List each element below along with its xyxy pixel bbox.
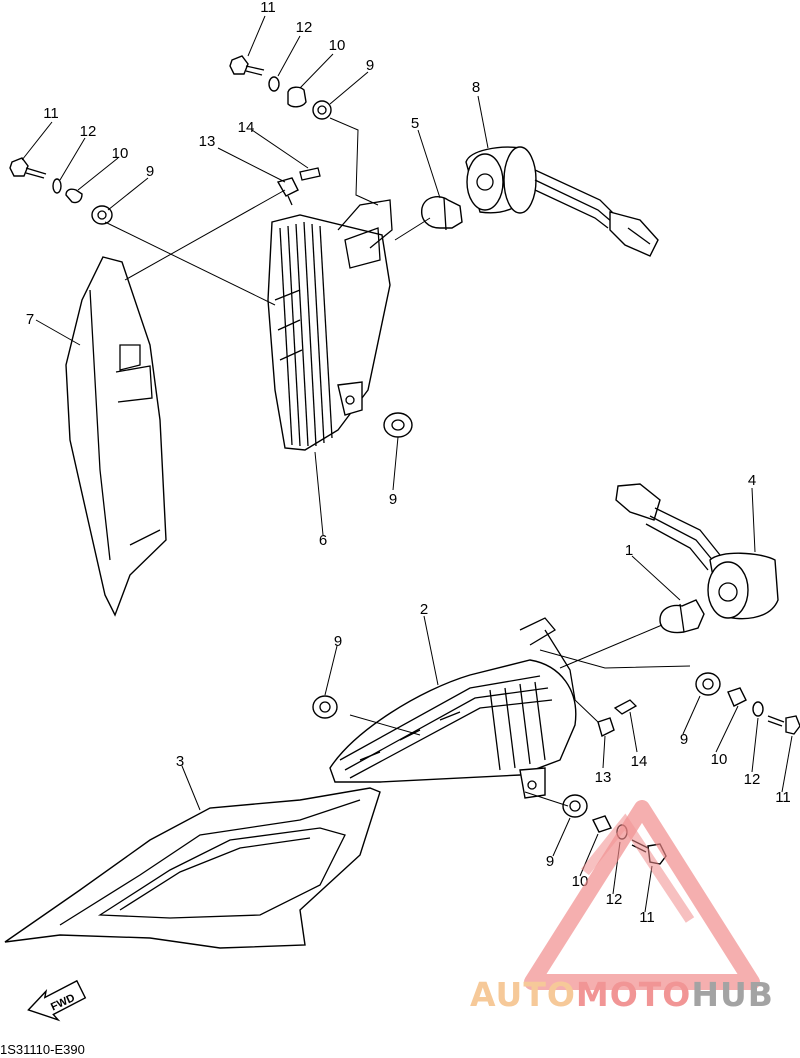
callout-13: 13 xyxy=(199,133,216,150)
watermark-moto: MOTO xyxy=(576,975,691,1014)
watermark-auto: AUTO xyxy=(470,975,576,1014)
callout-13: 13 xyxy=(595,769,612,786)
watermark-hub: HUB xyxy=(691,975,774,1014)
callout-9: 9 xyxy=(680,731,688,748)
upper-clip-and-screw xyxy=(276,167,321,206)
fwd-arrow: FWD xyxy=(27,979,87,1022)
lower-fasteners xyxy=(312,672,800,865)
callout-1: 1 xyxy=(625,542,633,559)
callout-12: 12 xyxy=(606,891,623,908)
callout-11: 11 xyxy=(775,789,791,806)
callout-numbers: 11 12 10 9 8 11 12 10 9 14 13 5 7 9 6 4 … xyxy=(26,0,791,926)
part-4-lower-socket[interactable] xyxy=(615,483,779,620)
callout-8: 8 xyxy=(472,79,480,96)
callout-9: 9 xyxy=(389,491,397,508)
upper-right-fasteners xyxy=(229,55,332,120)
part-6-upper-light[interactable] xyxy=(267,199,393,451)
callout-6: 6 xyxy=(319,532,327,549)
callout-3: 3 xyxy=(176,753,184,770)
part-8-upper-socket[interactable] xyxy=(465,146,659,257)
callout-11: 11 xyxy=(260,0,276,16)
part-5-upper-bulb[interactable] xyxy=(421,196,463,231)
callout-4: 4 xyxy=(748,472,756,489)
callout-9: 9 xyxy=(334,633,342,650)
part-2-lower-light[interactable] xyxy=(329,617,577,799)
callout-7: 7 xyxy=(26,311,34,328)
callout-2: 2 xyxy=(420,601,428,618)
callout-5: 5 xyxy=(411,115,419,132)
callout-9: 9 xyxy=(146,163,154,180)
upper-grommet xyxy=(383,412,413,438)
callout-11: 11 xyxy=(639,909,655,926)
upper-left-fasteners xyxy=(9,157,113,225)
callout-10: 10 xyxy=(112,145,129,162)
callout-12: 12 xyxy=(80,123,97,140)
callout-12: 12 xyxy=(744,771,761,788)
callout-14: 14 xyxy=(631,753,648,770)
watermark-logo: AUTOMOTOHUB xyxy=(470,800,774,1014)
callout-11: 11 xyxy=(43,105,59,122)
svg-text:AUTOMOTOHUB: AUTOMOTOHUB xyxy=(470,975,774,1014)
callout-10: 10 xyxy=(711,751,728,768)
part-3-lower-cover[interactable] xyxy=(4,787,381,949)
diagram-code: 1S31110-E390 xyxy=(0,1042,85,1057)
callout-9: 9 xyxy=(546,853,554,870)
part-7-upper-cover[interactable] xyxy=(65,256,167,617)
callout-12: 12 xyxy=(296,19,313,36)
callout-14: 14 xyxy=(238,119,255,136)
callout-10: 10 xyxy=(329,37,346,54)
part-1-lower-bulb[interactable] xyxy=(659,599,705,634)
callout-9: 9 xyxy=(366,57,374,74)
